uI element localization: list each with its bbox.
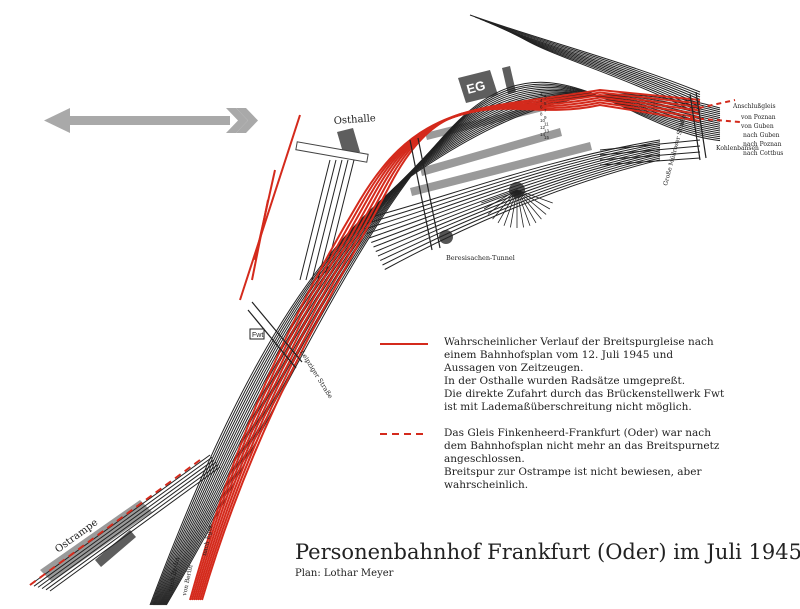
- broad-gauge-tracks: [29, 88, 741, 601]
- kohlenbansen-label: Kohlenbansen: [716, 145, 759, 152]
- osthalle-label: Osthalle: [333, 113, 376, 127]
- track-number-label: 4: [540, 98, 543, 103]
- west-arrow-icon: [44, 108, 258, 133]
- legend-dashed-text: Das Gleis Finkenheerd-Frankfurt (Oder) w…: [444, 427, 720, 491]
- destination-label: nach Guben: [743, 132, 780, 139]
- map-subtitle: Plan: Lothar Meyer: [295, 568, 394, 579]
- destination-label: von Poznan: [740, 114, 776, 121]
- destination-label: Anschlußgleis: [732, 103, 776, 110]
- platform: [410, 142, 592, 196]
- track-number-label: 6: [540, 105, 543, 110]
- ostrampe-building: [95, 530, 136, 567]
- osthalle-building: [337, 128, 360, 156]
- bereisachen-tunnel-label: Beresisachen-Tunnel: [446, 254, 515, 262]
- fwt-label: Fwt: [252, 332, 263, 339]
- turntable-fan: [481, 189, 553, 228]
- street-crossings: [247, 91, 707, 369]
- track-number-label: 5: [544, 101, 547, 106]
- track-number-label: 14: [540, 132, 546, 137]
- track-number-label: 8: [540, 111, 543, 116]
- track-number-label: 12: [540, 125, 546, 130]
- fwt-signalbox: [249, 328, 265, 340]
- eg-label: EG: [465, 78, 487, 97]
- eg-building: [458, 70, 498, 103]
- destination-label: nach Poznan: [743, 141, 782, 148]
- map-title: Personenbahnhof Frankfurt (Oder) im Juli…: [295, 540, 800, 564]
- destinations-ne: Anschlußgleis von Poznan von Guben nach …: [732, 103, 783, 157]
- turntable: [439, 230, 453, 244]
- track-number-label: 13: [544, 128, 550, 133]
- track-number-label: 2: [540, 91, 543, 96]
- track-number-label: 11: [544, 122, 549, 127]
- legend-solid-text: Wahrscheinlicher Verlauf der Breitspurgl…: [444, 336, 725, 413]
- platform: [420, 128, 562, 176]
- destination-label: von Guben: [740, 123, 774, 130]
- track-number-label: 7: [544, 108, 547, 113]
- track-number-label: 3: [544, 94, 547, 99]
- track-number-label: 15: [544, 135, 550, 140]
- leipziger-strasse-label: Leipziger Straße: [298, 349, 334, 400]
- osthalle-canopy: [295, 141, 369, 163]
- destination-label: nach Cottbus: [743, 150, 783, 157]
- track-number-label: 9: [544, 115, 547, 120]
- track-number-label: 10: [540, 118, 546, 123]
